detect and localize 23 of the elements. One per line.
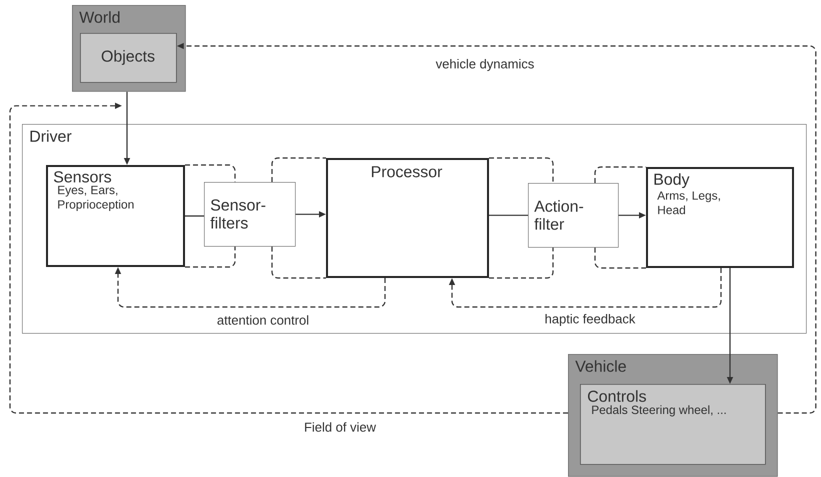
dashed-line xyxy=(489,248,554,279)
dashed-line xyxy=(271,246,326,279)
edge-label: vehicle dynamics xyxy=(434,57,536,73)
connector-line xyxy=(489,214,528,216)
dashed-line xyxy=(594,166,646,183)
dashed-line xyxy=(185,246,236,268)
objects-box: Objects xyxy=(80,33,177,83)
edge-label: attention control xyxy=(215,314,311,326)
sensors-box: Sensors Eyes, Ears, Proprioception xyxy=(46,165,185,267)
dashed-arrow xyxy=(448,268,722,308)
processor-box: Processor xyxy=(326,158,489,278)
controls-box: Controls Pedals Steering wheel, ... xyxy=(580,384,766,465)
dashed-line xyxy=(185,164,236,182)
dashed-arrow xyxy=(9,102,568,414)
body-box: Body Arms, Legs, Head xyxy=(646,167,794,268)
filter-box: Sensor-filters xyxy=(204,182,296,247)
edge-label: haptic feedback xyxy=(543,312,637,328)
filter-box: Action-filter xyxy=(528,183,619,248)
edge-label: Field of view xyxy=(302,420,378,434)
connector-line xyxy=(185,215,204,217)
dashed-line xyxy=(271,157,326,182)
dashed-line xyxy=(594,248,646,269)
dashed-line xyxy=(489,157,554,183)
